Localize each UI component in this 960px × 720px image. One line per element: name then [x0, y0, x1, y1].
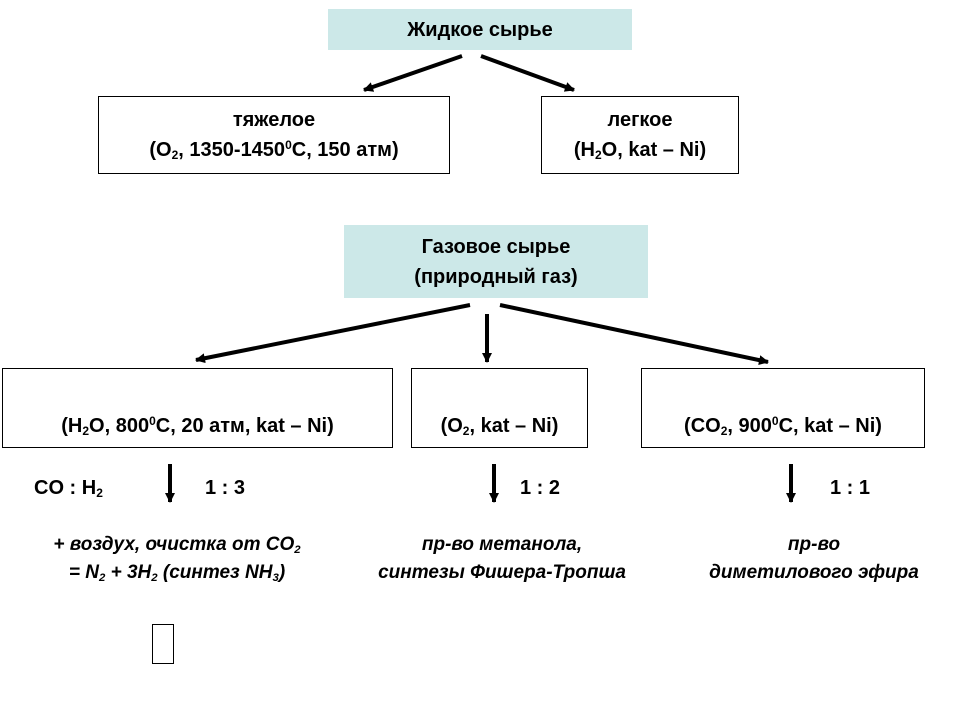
ratio-label: CO : H2 [34, 477, 103, 500]
gas-feed-subtitle: (природный газ) [414, 265, 578, 288]
liquid-feed-box: Жидкое сырье [328, 9, 632, 50]
missing-glyph-icon [152, 624, 174, 664]
co2-conditions: (CO2, 9000C, kat – Ni) [684, 413, 882, 438]
light-label: легкое [607, 109, 673, 131]
co2-reforming-box: (CO2, 9000C, kat – Ni) [641, 368, 925, 448]
gas-feed-title: Газовое сырье [421, 235, 571, 258]
arrow-to-heavy [363, 54, 463, 92]
steam-conditions: (H2O, 8000C, 20 атм, kat – Ni) [61, 413, 334, 438]
ratio-1: 1 : 3 [205, 477, 246, 499]
ether-note-line1: пр-во [787, 534, 841, 555]
heavy-label: тяжелое [232, 109, 316, 131]
ratio-3: 1 : 1 [830, 477, 871, 499]
ether-note-line2: диметилового эфира [709, 562, 919, 583]
methanol-note: пр-во метанола, синтезы Фишера-Тропша [342, 531, 662, 587]
methanol-note-line2: синтезы Фишера-Тропша [378, 562, 626, 583]
ammonia-note: + воздух, очистка от CO2 = N2 + 3H2 (син… [14, 531, 340, 587]
light-conditions: (H2O, kat – Ni) [573, 139, 707, 162]
heavy-conditions: (O2, 1350-14500C, 150 атм) [149, 137, 399, 162]
ammonia-note-line1: + воздух, очистка от CO2 [53, 534, 301, 556]
liquid-feed-title: Жидкое сырье [407, 18, 553, 41]
arrow-to-steam [195, 303, 471, 364]
ammonia-note-line2: = N2 + 3H2 (синтез NH3) [68, 562, 286, 584]
steam-reforming-box: (H2O, 8000C, 20 атм, kat – Ni) [2, 368, 393, 448]
arrow-to-light [480, 54, 575, 92]
ether-note: пр-во диметилового эфира [676, 531, 952, 587]
oxygen-conditions: (O2, kat – Ni) [440, 415, 559, 438]
heavy-box: тяжелое (O2, 1350-14500C, 150 атм) [98, 96, 450, 174]
oxygen-reforming-box: (O2, kat – Ni) [411, 368, 588, 448]
arrow-to-co2 [499, 303, 769, 366]
ratio-2: 1 : 2 [520, 477, 561, 499]
light-box: легкое (H2O, kat – Ni) [541, 96, 739, 174]
methanol-note-line1: пр-во метанола, [421, 534, 583, 555]
gas-feed-box: Газовое сырье (природный газ) [344, 225, 648, 298]
